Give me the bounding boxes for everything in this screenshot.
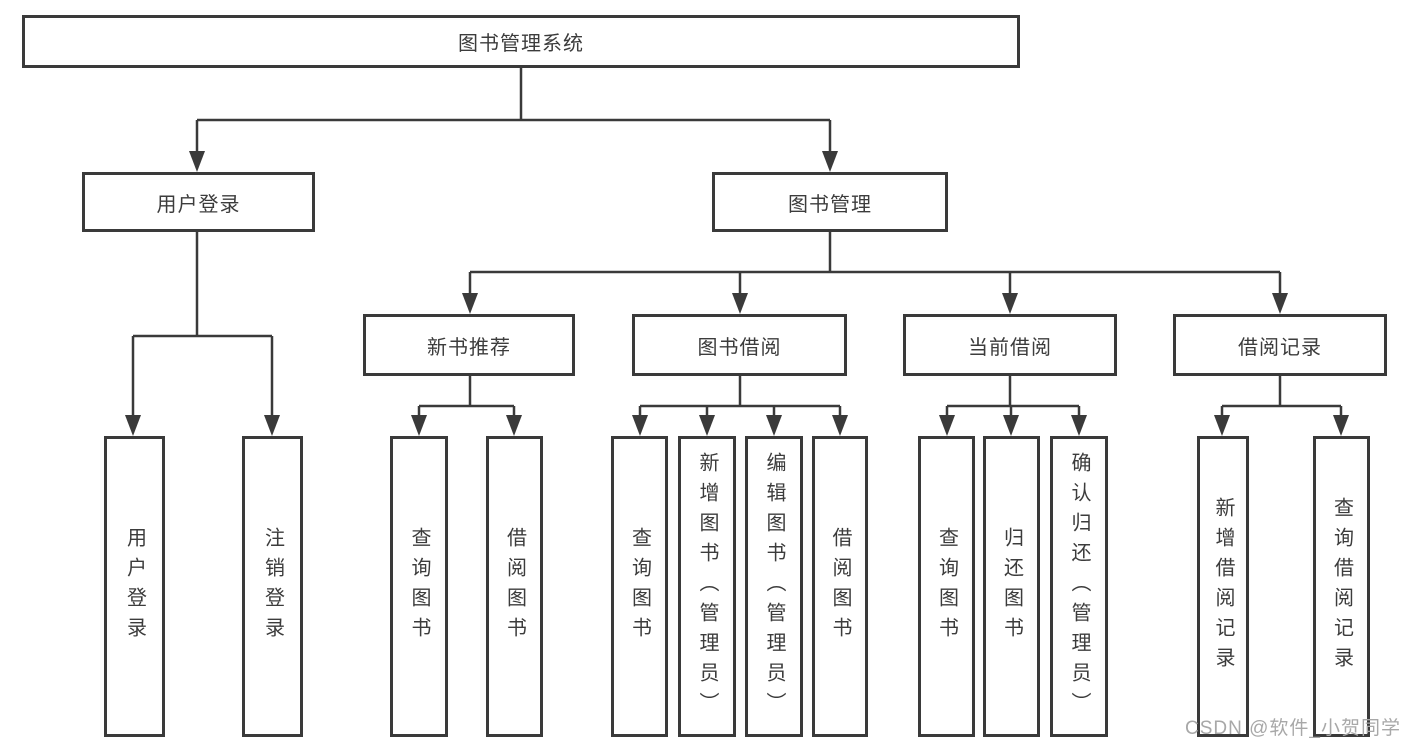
arrow-down-icon xyxy=(699,415,715,436)
node-label: 借阅图书 xyxy=(829,526,851,647)
node-label: 借阅记录 xyxy=(1238,336,1322,359)
node-leaf-query-borrow-record: 查询借阅记录 xyxy=(1313,436,1370,737)
tree-edges xyxy=(131,68,1343,432)
node-label: 注销登录 xyxy=(261,526,284,647)
node-label: 新书推荐 xyxy=(427,336,511,359)
arrow-down-icon xyxy=(1002,293,1018,314)
arrow-down-icon xyxy=(939,415,955,436)
node-leaf-query-books-2: 查询图书 xyxy=(611,436,668,737)
node-label: 查询图书 xyxy=(628,526,651,647)
node-label: 查询借阅记录 xyxy=(1330,496,1353,677)
node-label: 查询图书 xyxy=(935,526,958,647)
arrow-down-icon xyxy=(1272,293,1288,314)
arrow-down-icon xyxy=(462,293,478,314)
watermark: CSDN @软件_小贺同学 xyxy=(1185,718,1401,739)
arrow-down-icon xyxy=(1333,415,1349,436)
node-label: 归还图书 xyxy=(1000,526,1023,647)
node-label: 确认归还（管理员） xyxy=(1068,451,1090,722)
node-label: 当前借阅 xyxy=(968,336,1052,359)
node-leaf-borrow-books-1: 借阅图书 xyxy=(486,436,543,737)
node-leaf-add-book-admin: 新增图书（管理员） xyxy=(678,436,736,737)
node-current-borrowing: 当前借阅 xyxy=(903,314,1117,376)
arrow-down-icon xyxy=(189,151,205,172)
node-leaf-logout: 注销登录 xyxy=(242,436,303,737)
node-leaf-edit-book-admin: 编辑图书（管理员） xyxy=(745,436,803,737)
arrow-down-icon xyxy=(125,415,141,436)
arrow-down-icon xyxy=(1071,415,1087,436)
node-label: 用户登录 xyxy=(156,193,241,216)
node-leaf-return-books: 归还图书 xyxy=(983,436,1040,737)
arrow-down-icon xyxy=(732,293,748,314)
node-leaf-user-login: 用户登录 xyxy=(104,436,165,737)
arrow-down-icon xyxy=(1214,415,1230,436)
arrow-down-icon xyxy=(264,415,280,436)
node-label: 查询图书 xyxy=(408,526,430,647)
node-label: 图书借阅 xyxy=(697,336,782,359)
arrow-down-icon xyxy=(832,415,848,436)
node-library-system: 图书管理系统 xyxy=(22,15,1020,68)
node-label: 图书管理 xyxy=(788,193,872,216)
node-label: 用户登录 xyxy=(123,526,146,647)
node-leaf-confirm-return-admin: 确认归还（管理员） xyxy=(1050,436,1108,737)
arrow-down-icon xyxy=(632,415,648,436)
arrow-down-icon xyxy=(1003,415,1019,436)
node-leaf-add-borrow-record: 新增借阅记录 xyxy=(1197,436,1249,737)
arrow-down-icon xyxy=(411,415,427,436)
arrow-down-icon xyxy=(766,415,782,436)
node-leaf-query-books-1: 查询图书 xyxy=(390,436,448,737)
node-label: 图书管理系统 xyxy=(458,33,584,55)
node-user-login: 用户登录 xyxy=(82,172,315,232)
node-leaf-query-books-3: 查询图书 xyxy=(918,436,975,737)
node-label: 借阅图书 xyxy=(503,526,526,647)
node-label: 新增图书（管理员） xyxy=(696,451,718,722)
node-leaf-borrow-books-2: 借阅图书 xyxy=(812,436,868,737)
arrow-down-icon xyxy=(506,415,522,436)
node-borrowing-records: 借阅记录 xyxy=(1173,314,1387,376)
node-book-management: 图书管理 xyxy=(712,172,948,232)
arrow-down-icon xyxy=(822,151,838,172)
node-label: 编辑图书（管理员） xyxy=(763,451,785,722)
node-book-borrowing: 图书借阅 xyxy=(632,314,847,376)
node-new-book-recommendation: 新书推荐 xyxy=(363,314,575,376)
node-label: 新增借阅记录 xyxy=(1212,496,1234,677)
